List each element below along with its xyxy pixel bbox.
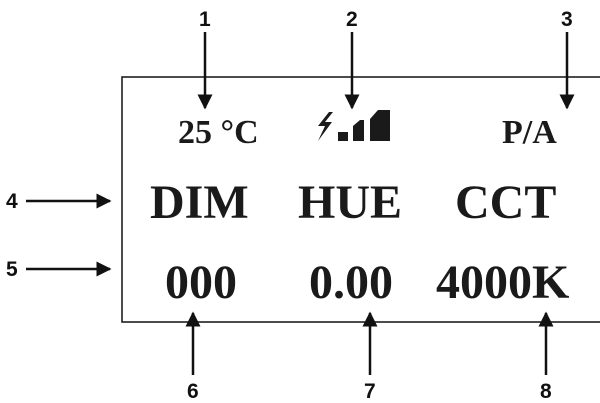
callout-8: 8 xyxy=(540,380,552,403)
lcd-panel-frame xyxy=(121,76,600,323)
signal-strength-icon xyxy=(318,110,390,141)
mode-indicator: P/A xyxy=(502,114,557,151)
value-dim: 000 xyxy=(165,256,237,309)
value-hue: 0.00 xyxy=(309,256,393,309)
callout-5: 5 xyxy=(6,258,18,281)
callout-4: 4 xyxy=(6,190,18,213)
callout-6: 6 xyxy=(187,380,199,403)
callout-7: 7 xyxy=(364,380,376,403)
value-cct: 4000K xyxy=(436,256,569,309)
callout-1: 1 xyxy=(199,8,211,31)
label-cct: CCT xyxy=(455,176,556,229)
callout-3: 3 xyxy=(561,8,573,31)
label-dim: DIM xyxy=(150,176,249,229)
callout-2: 2 xyxy=(346,8,358,31)
temperature-reading: 25 °C xyxy=(178,114,259,151)
label-hue: HUE xyxy=(298,176,402,229)
